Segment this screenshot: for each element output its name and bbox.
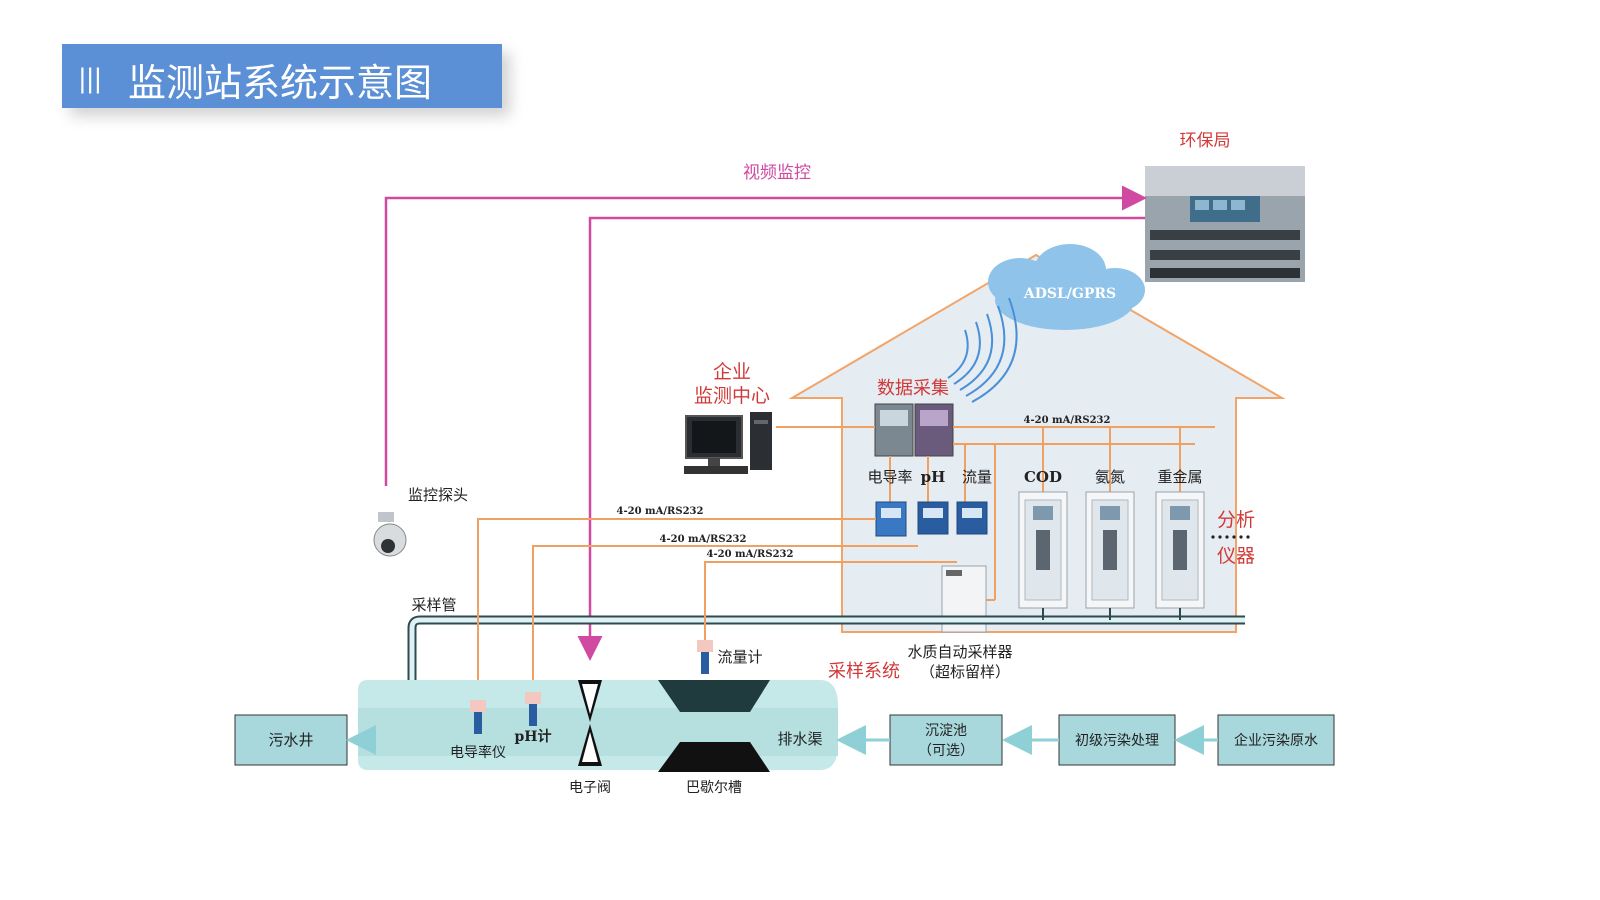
ammonia-label: 氨氮: [1095, 468, 1125, 486]
enterprise-center-line2: 监测中心: [694, 385, 770, 407]
control-room-image: [1145, 166, 1305, 282]
title-banner: ||| 监测站系统示意图: [62, 44, 502, 108]
analysis-instrument-line1: 分析: [1217, 509, 1255, 531]
sampling-pipe-label: 采样管: [411, 596, 456, 614]
camera-label: 监控探头: [408, 486, 468, 504]
pipe-drops: [1042, 608, 1181, 620]
parshall-flume-label: 巴歇尔槽: [686, 780, 742, 796]
primary-treatment-box: [1058, 714, 1176, 766]
page-title: 监测站系统示意图: [128, 61, 433, 105]
ammonia-analyzer: [1085, 491, 1135, 609]
signal-label-flow: 4-20 mA/RS232: [707, 549, 794, 560]
flow-label: 流量: [962, 468, 992, 486]
network-label: ADSL/GPRS: [1023, 286, 1116, 302]
data-collection-label: 数据采集: [877, 378, 949, 399]
wireless-icon: [947, 297, 1018, 403]
parshall-flume-icon: [658, 680, 770, 772]
ph-meter-label: pH计: [514, 728, 551, 745]
primary-treatment-label: 初级污染处理: [1075, 732, 1159, 749]
signal-lines: [776, 426, 1215, 601]
auto-sampler-label: 水质自动采样器: [907, 643, 1012, 661]
raw-water-box: [1217, 714, 1335, 766]
signal-label-top: 4-20 mA/RS232: [1024, 415, 1111, 426]
sediment-tank-line2: （可选）: [918, 743, 974, 759]
sewage-well-box: [234, 714, 348, 766]
env-bureau-label: 环保局: [1180, 131, 1231, 151]
ph-meter-sensor: [525, 692, 541, 726]
valve-control-line: [577, 216, 1145, 661]
sediment-tank-line1: 沉淀池: [925, 723, 967, 739]
signal-label-conductivity: 4-20 mA/RS232: [617, 506, 704, 517]
video-monitoring-label: 视频监控: [743, 163, 811, 183]
signal-label-ph: 4-20 mA/RS232: [660, 534, 747, 545]
flow-transmitter: [956, 501, 988, 535]
conductivity-transmitter: [875, 501, 907, 537]
conductivity-meter-label: 电导率仪: [450, 744, 506, 761]
raw-water-label: 企业污染原水: [1234, 732, 1318, 749]
flow-meter-label: 流量计: [717, 648, 762, 666]
computer-icon: [684, 412, 772, 474]
ph-label: pH: [921, 468, 946, 486]
sampler-note-label: （超标留样）: [920, 663, 1010, 681]
camera-icon: [373, 512, 407, 557]
cloud-icon: [988, 244, 1145, 330]
sampling-system-label: 采样系统: [828, 661, 900, 682]
drain-label: 排水渠: [777, 730, 822, 748]
valve-label: 电子阀: [569, 780, 611, 796]
data-collector-icon: [874, 403, 954, 457]
enterprise-center-line1: 企业: [713, 361, 751, 383]
heavy-metal-label: 重金属: [1157, 468, 1202, 486]
ph-transmitter: [917, 501, 949, 535]
video-link-line: [384, 185, 1147, 486]
dots-icon: [1211, 535, 1250, 539]
conductivity-label: 电导率: [867, 468, 912, 486]
title-bars-icon: |||: [78, 64, 102, 94]
sediment-tank-box: [889, 714, 1003, 766]
cod-analyzer: [1018, 491, 1068, 609]
valve-icon: [578, 680, 602, 766]
conductivity-meter-sensor: [470, 700, 486, 734]
sewage-well-label: 污水井: [268, 731, 313, 749]
heavy-metal-analyzer: [1155, 491, 1205, 609]
analysis-instrument-line2: 仪器: [1217, 545, 1255, 567]
cod-label: COD: [1024, 468, 1062, 486]
sensor-signal-lines: [477, 518, 957, 700]
flow-meter-sensor: [697, 640, 713, 674]
